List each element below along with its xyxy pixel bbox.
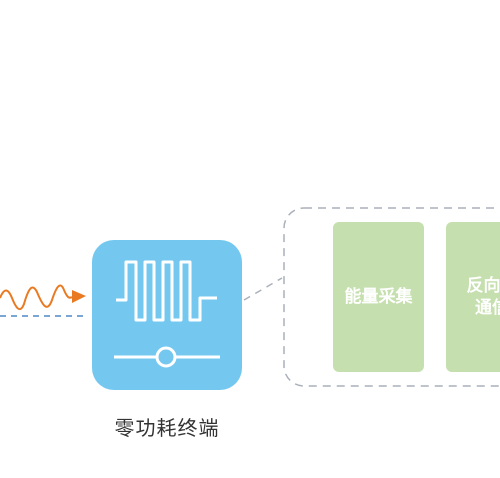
detail-connector — [243, 277, 283, 301]
backscatter-module: 反向散 通信 — [446, 222, 500, 372]
energy-harvest-label: 能量采集 — [344, 287, 413, 307]
zero-power-terminal-icon — [92, 240, 242, 390]
device-node-icon — [155, 346, 177, 368]
detail-container — [283, 207, 500, 387]
meander-antenna-icon — [116, 260, 217, 322]
device-label: 零功耗终端 — [114, 416, 220, 440]
backscatter-module-box — [446, 222, 500, 372]
backscatter-label-wrap: 反向散 通信 — [467, 275, 500, 319]
rf-energy-wave — [0, 284, 73, 311]
energy-harvest-module-box — [333, 222, 424, 372]
energy-harvest-module: 能量采集 — [333, 222, 424, 372]
rf-arrow-head — [72, 290, 86, 303]
backscatter-label-line1: 反向散 — [466, 276, 500, 296]
backscatter-label-line2: 通信 — [475, 298, 500, 318]
